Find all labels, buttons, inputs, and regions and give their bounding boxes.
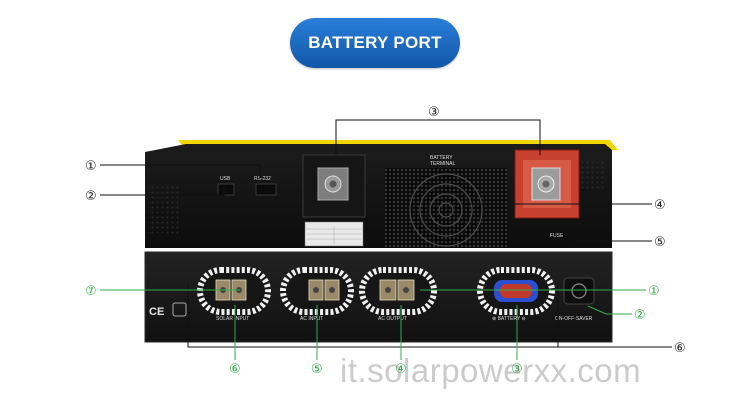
rs232-port	[255, 183, 277, 196]
battery-terminal-label-2: TERMINAL	[430, 161, 456, 167]
solar-input-label: SOLAR INPUT	[216, 316, 249, 322]
callout-green-3: ③	[511, 362, 523, 377]
callout-black-3: ③	[428, 105, 440, 120]
watermark: it.solarpowerxx.com	[340, 352, 642, 389]
rs232-label: RS-232	[254, 176, 271, 182]
green-leaders	[100, 289, 646, 360]
switch-label: ON-OFF-SAVER	[555, 316, 593, 322]
callout-black-4: ④	[654, 198, 666, 213]
callout-black-5: ⑤	[654, 235, 666, 250]
usb-label: USB	[220, 176, 231, 182]
title-pill: BATTERY PORT	[290, 18, 460, 68]
ac-input-label: AC INPUT	[300, 316, 323, 322]
battery-terminal-label-1: BATTERY	[430, 155, 453, 161]
cooling-fan	[385, 168, 507, 248]
vent-holes-right	[575, 160, 605, 190]
iso-mark	[172, 302, 187, 317]
battery-cable-red	[500, 284, 532, 298]
vent-holes-left	[148, 185, 180, 235]
ce-mark: CE	[149, 306, 164, 318]
callout-green-6: ⑥	[229, 362, 241, 377]
callout-black-1: ①	[85, 159, 97, 174]
fuse-label: FUSE	[550, 233, 564, 239]
callout-green-7: ⑦	[85, 284, 97, 299]
callout-green-5: ⑤	[311, 362, 323, 377]
battery-label: ⊕ BATTERY ⊖	[492, 316, 526, 322]
callout-green-2: ②	[634, 308, 646, 323]
black-leaders	[100, 119, 672, 348]
callout-black-2: ②	[85, 189, 97, 204]
on-off-switch	[563, 277, 595, 305]
callout-green-4: ④	[395, 362, 407, 377]
callout-black-6: ⑥	[674, 341, 686, 356]
usb-port	[217, 183, 235, 196]
ac-output-label: AC OUTPUT	[378, 316, 407, 322]
callout-green-1: ①	[648, 284, 660, 299]
